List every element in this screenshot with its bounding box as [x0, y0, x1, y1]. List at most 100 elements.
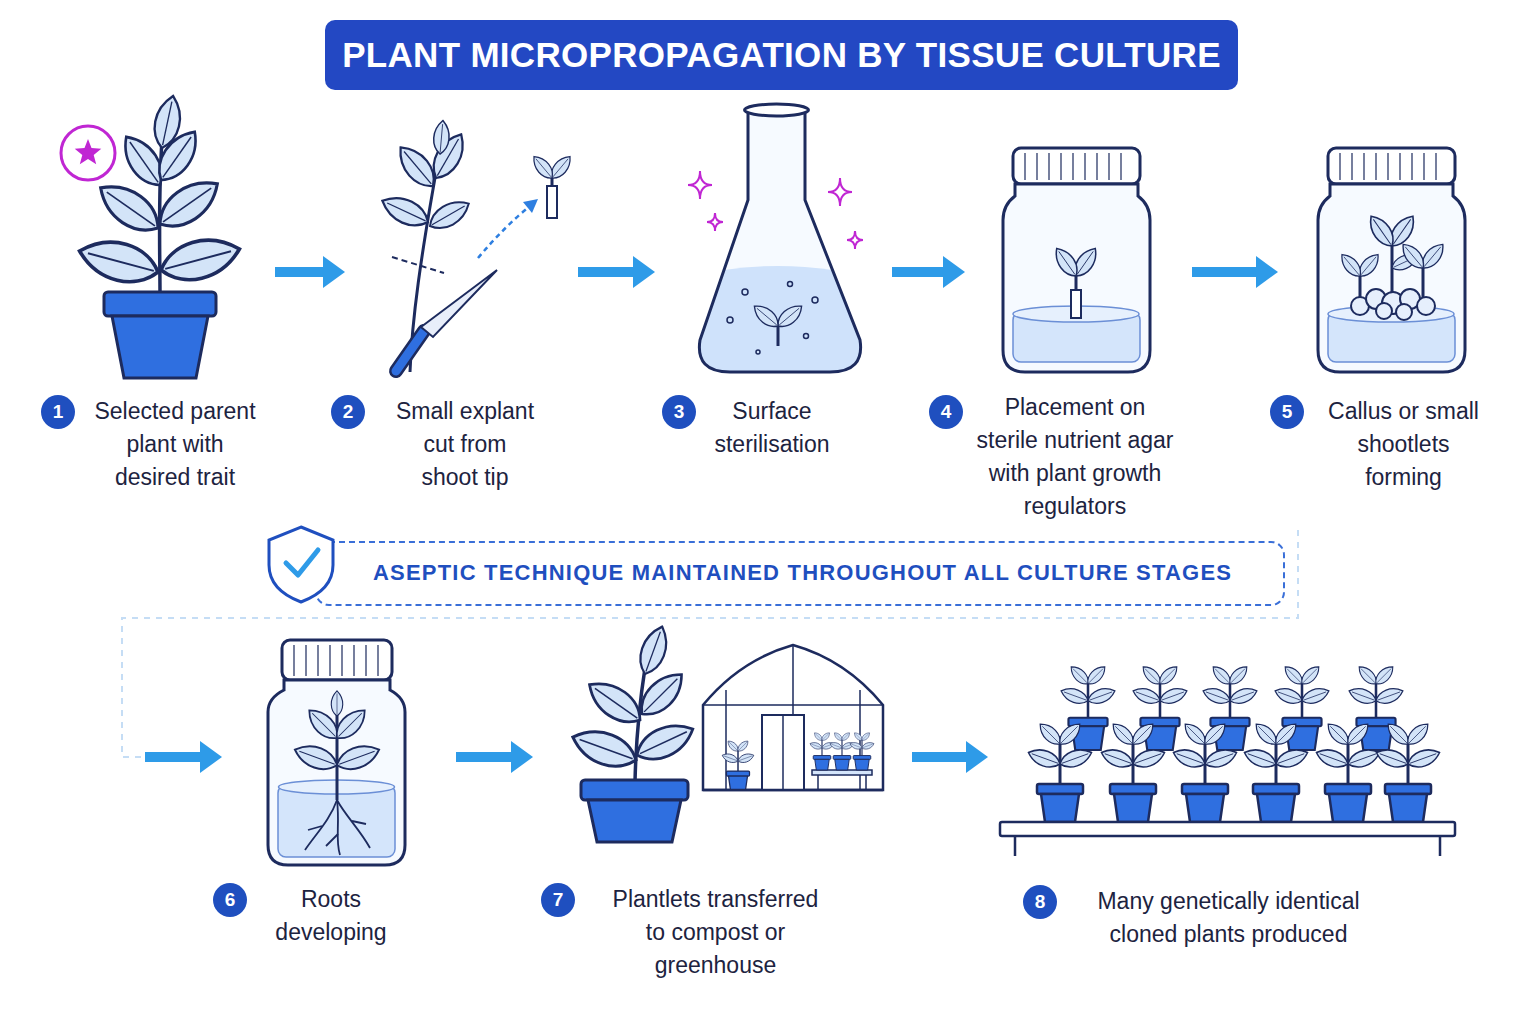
shape-use [392, 140, 442, 193]
step-number: 5 [1270, 395, 1304, 429]
shape-use [529, 152, 557, 182]
arrow-head [966, 741, 988, 773]
shape-path [699, 112, 860, 372]
shape-use [1374, 720, 1442, 822]
shape-use [331, 691, 342, 716]
shape-circle [1396, 304, 1412, 320]
shape-circle [1376, 303, 1392, 319]
shape-circle [727, 317, 733, 323]
rooting-jar [268, 640, 405, 865]
shape-circle [1417, 297, 1435, 315]
route-guide [122, 530, 1298, 757]
arrow-head [323, 256, 345, 288]
shape-use [1242, 720, 1310, 822]
process-step: 2Small explant cut from shoot tip [345, 100, 578, 530]
culture-jar [1003, 148, 1150, 372]
arrow-shaft [578, 267, 635, 277]
arrow-shaft [456, 752, 513, 762]
arrow-head [200, 741, 222, 773]
shape-path [635, 668, 645, 782]
step-caption: Placement on sterile nutrient agar with … [974, 391, 1176, 523]
cloned-plants [1000, 663, 1455, 856]
arrow-head [943, 256, 965, 288]
arrow-shaft [1192, 267, 1258, 277]
shape-use [829, 731, 855, 770]
arrow-head [633, 256, 655, 288]
step-number: 6 [213, 883, 247, 917]
shape-use [721, 739, 755, 790]
shape-use [633, 665, 691, 723]
shape-path [699, 112, 860, 372]
shape-use [425, 195, 474, 235]
shape-path [818, 775, 866, 790]
shape-use [634, 623, 673, 678]
shape-path [294, 645, 378, 676]
flow-arrow [892, 256, 965, 288]
process-step: 8Many genetically identical cloned plant… [988, 630, 1500, 1000]
step-caption: Roots developing [266, 883, 396, 949]
shape-circle [742, 289, 748, 295]
shape-use [581, 673, 648, 731]
shape-use [1003, 148, 1150, 372]
shape-use [1364, 211, 1398, 250]
shape-use [631, 716, 699, 767]
shield-icon [269, 527, 333, 602]
shape-use [1099, 720, 1167, 822]
shape-path [703, 645, 883, 790]
shape-polygon [75, 139, 102, 164]
shape-circle [788, 282, 793, 287]
arrow-shaft [145, 752, 202, 762]
shape-use [773, 301, 806, 332]
callus-jar [1318, 148, 1465, 372]
shape-path [112, 316, 208, 378]
sparkles [688, 171, 863, 249]
shape-use [849, 731, 875, 770]
transplanted-plantlet [568, 623, 699, 842]
shape-path [308, 826, 322, 830]
shape-use [1314, 720, 1382, 822]
step-caption: Surface sterilisation [697, 395, 847, 461]
process-step: 5Callus or small shootlets forming [1278, 100, 1500, 530]
greenhouse [703, 645, 883, 790]
shape-path [392, 257, 444, 273]
shape-use [750, 301, 783, 332]
shape-path [707, 213, 723, 231]
arrow-head [511, 741, 533, 773]
shape-polygon [421, 270, 497, 337]
flow-arrow [578, 256, 655, 288]
shape-use [568, 723, 642, 775]
shape-path [688, 171, 712, 199]
shape-path [1015, 836, 1440, 856]
shape-use [150, 93, 185, 150]
process-step: 3Surface sterilisation [655, 100, 892, 530]
shape-use [1337, 250, 1365, 280]
shape-path [269, 527, 333, 602]
shape-path [326, 834, 338, 846]
shape-use [1050, 244, 1082, 280]
shape-line [396, 331, 424, 371]
shape-rect [812, 770, 872, 775]
step-caption: Many genetically identical cloned plants… [1091, 885, 1366, 951]
process-step: 7Plantlets transferred to compost or gre… [533, 630, 912, 1000]
process-step: 6Roots developing [222, 630, 456, 1000]
shape-use [291, 740, 340, 775]
step-number: 3 [662, 395, 696, 429]
shape-path [782, 715, 784, 790]
explant-cutting [377, 120, 574, 372]
shape-path [703, 645, 883, 790]
step-number: 2 [331, 395, 365, 429]
shape-polygon [523, 199, 538, 213]
arrow-shaft [275, 267, 325, 277]
arrow-shaft [892, 267, 945, 277]
shape-use [75, 233, 163, 290]
flow-arrow [122, 530, 1298, 773]
shape-rect [547, 186, 557, 218]
band-text: ASEPTIC TECHNIQUE MAINTAINED THROUGHOUT … [373, 543, 1232, 603]
shape-path [337, 800, 340, 855]
shape-path [305, 800, 337, 850]
step-number: 7 [541, 883, 575, 917]
